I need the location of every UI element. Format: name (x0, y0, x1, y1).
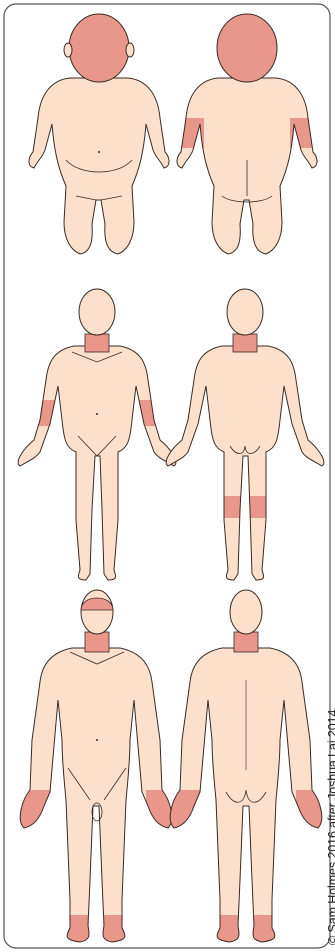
affected-area-back-neck-adult (234, 632, 258, 652)
affected-area-front-neck (85, 632, 109, 652)
affected-area-back-neck (233, 334, 257, 352)
affected-area-scalp (217, 14, 277, 82)
copyright-credit: © Sam Holmes 2016 after Joshua Lai 2014 (326, 710, 335, 945)
affected-area-neck (85, 334, 109, 352)
affected-area-face (69, 14, 129, 82)
